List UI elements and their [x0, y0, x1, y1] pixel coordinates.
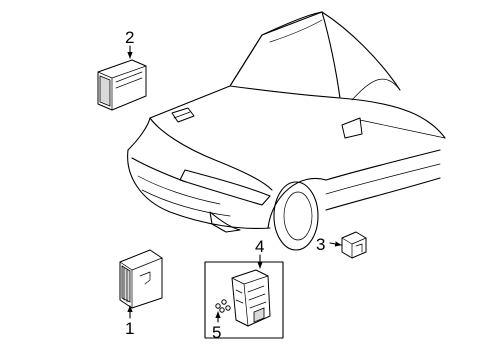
callout-1-label: 1 — [125, 319, 134, 338]
part-1-module — [119, 249, 163, 309]
callout-2-label: 2 — [125, 28, 134, 47]
part-4-relay-box — [231, 269, 271, 327]
part-3-sensor — [341, 231, 367, 259]
part-5-fasteners — [215, 299, 231, 313]
vehicle-illustration — [127, 11, 446, 251]
callout-3-label: 3 — [316, 235, 325, 254]
part-2-module — [97, 59, 147, 111]
callout-5-label: 5 — [212, 323, 221, 342]
part-4-frame — [204, 261, 284, 339]
callout-4-label: 4 — [255, 237, 264, 256]
callout-3-arrow — [329, 241, 342, 247]
